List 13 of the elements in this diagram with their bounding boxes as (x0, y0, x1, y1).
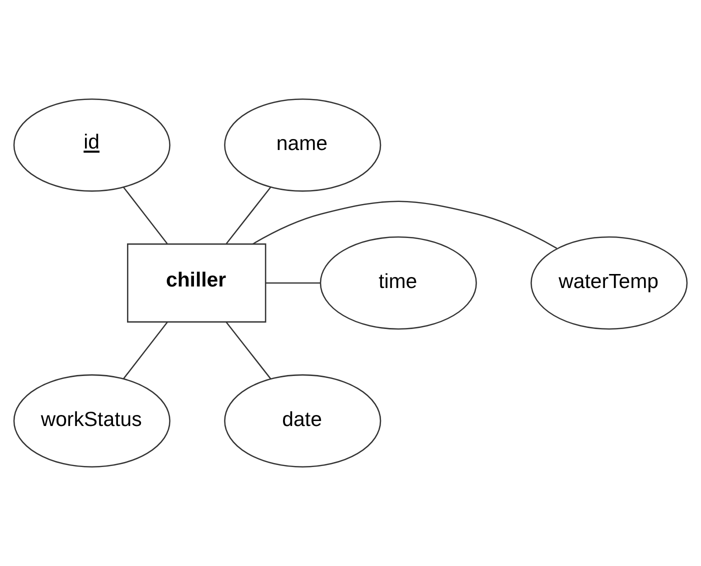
node-ellipse: name (224, 98, 382, 192)
connector (226, 186, 272, 244)
node-box: chiller (127, 243, 266, 323)
connector (122, 322, 168, 380)
node-ellipse: date (224, 374, 382, 468)
node-ellipse: time (320, 236, 477, 330)
connector (226, 322, 272, 380)
node-ellipse: workStatus (13, 374, 170, 468)
node-ellipse: waterTemp (530, 236, 688, 330)
connector (266, 282, 320, 284)
node-ellipse: id (13, 98, 170, 192)
connector (252, 200, 558, 249)
connector (123, 186, 168, 244)
